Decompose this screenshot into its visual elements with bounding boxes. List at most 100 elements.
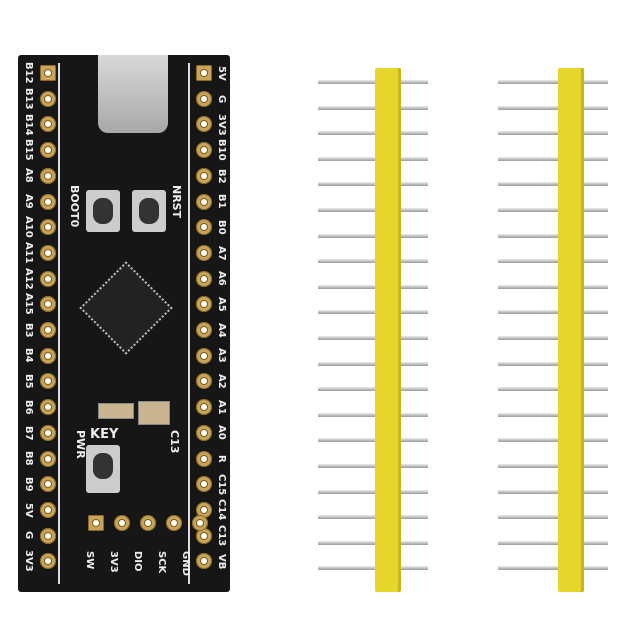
pin-label: A7 bbox=[216, 245, 227, 261]
pin-pad bbox=[40, 116, 56, 133]
pin-pad bbox=[196, 450, 212, 467]
header-pin bbox=[318, 566, 428, 571]
silkscreen-rail-left bbox=[58, 63, 60, 584]
header-pin bbox=[318, 233, 428, 238]
pin-pad bbox=[196, 399, 212, 416]
pin-pad bbox=[40, 553, 56, 570]
pin-label: 3V3 bbox=[23, 550, 34, 573]
pin-header-2 bbox=[498, 68, 618, 592]
pin-label: A1 bbox=[216, 399, 227, 415]
pin-label: A0 bbox=[216, 425, 227, 441]
pin-pad bbox=[196, 193, 212, 210]
header-pin bbox=[498, 156, 608, 161]
pin-label: 3V3 bbox=[216, 113, 227, 136]
header-pin bbox=[498, 182, 608, 187]
pin-pad bbox=[196, 553, 212, 570]
pin-pad bbox=[40, 399, 56, 416]
pin-label: B4 bbox=[23, 348, 34, 363]
pin-label: B1 bbox=[216, 194, 227, 209]
pin-label: A11 bbox=[23, 242, 34, 264]
pin-pad bbox=[196, 65, 212, 81]
header-pin bbox=[498, 233, 608, 238]
pin-header-1 bbox=[318, 68, 438, 592]
pin-label: A10 bbox=[23, 216, 34, 239]
pin-label: B2 bbox=[216, 168, 227, 184]
header-pin bbox=[318, 438, 428, 443]
pin-pad bbox=[40, 476, 56, 493]
pin-pad bbox=[40, 90, 56, 107]
swd-pad bbox=[192, 515, 208, 531]
pin-label: 5V bbox=[216, 65, 227, 81]
header-pin bbox=[498, 131, 608, 136]
pin-label: B13 bbox=[23, 87, 34, 110]
pin-label: B9 bbox=[23, 476, 34, 492]
header-pin bbox=[498, 310, 608, 315]
pin-pad bbox=[40, 193, 56, 210]
header-pin bbox=[498, 361, 608, 366]
header-pin bbox=[318, 182, 428, 187]
header-pin bbox=[498, 208, 608, 212]
header-pin bbox=[318, 208, 428, 212]
header-pin bbox=[318, 310, 428, 315]
header-pin bbox=[498, 387, 608, 392]
header-pin bbox=[498, 336, 608, 340]
pin-pad bbox=[40, 142, 56, 159]
pin-label: B15 bbox=[23, 139, 34, 161]
header-pin bbox=[318, 489, 428, 494]
swd-label: DIO bbox=[132, 551, 143, 572]
header-pin bbox=[318, 105, 428, 110]
pin-label: B3 bbox=[23, 322, 34, 338]
pin-pad bbox=[196, 116, 212, 133]
header-pin bbox=[498, 566, 608, 571]
pin-pad bbox=[40, 244, 56, 261]
pin-label: B0 bbox=[216, 219, 227, 235]
nrst-button bbox=[132, 190, 166, 232]
swd-pad bbox=[140, 515, 156, 531]
header-pin bbox=[318, 80, 428, 84]
pin-pad bbox=[196, 347, 212, 364]
pin-pad bbox=[40, 296, 56, 313]
pin-label: 5V bbox=[23, 502, 34, 518]
pin-label: A6 bbox=[216, 271, 227, 286]
pin-pad bbox=[196, 476, 212, 493]
header-pin bbox=[498, 284, 608, 289]
pin-label: B10 bbox=[216, 139, 227, 161]
header-pin bbox=[318, 412, 428, 417]
pin-label: G bbox=[23, 531, 34, 540]
pin-label: B8 bbox=[23, 451, 34, 466]
header-pin bbox=[498, 105, 608, 110]
pwr-led-label: PWR bbox=[74, 430, 87, 459]
header-plastic bbox=[375, 68, 401, 592]
header-pin bbox=[498, 259, 608, 264]
pin-label: B14 bbox=[23, 113, 34, 136]
pin-pad bbox=[40, 527, 56, 544]
header-pin bbox=[318, 361, 428, 366]
swd-label: GND bbox=[180, 551, 191, 576]
swd-label: SCK bbox=[156, 551, 167, 574]
pin-label: B12 bbox=[23, 62, 34, 84]
header-pin bbox=[318, 515, 428, 520]
usb-c-connector bbox=[98, 55, 168, 133]
pin-pad bbox=[40, 347, 56, 364]
pin-pad bbox=[196, 90, 212, 107]
pin-pad bbox=[196, 167, 212, 184]
pin-pad bbox=[196, 296, 212, 313]
pin-label: A8 bbox=[23, 168, 34, 184]
pin-label: A15 bbox=[23, 293, 34, 316]
pin-pad bbox=[40, 167, 56, 184]
pin-pad bbox=[40, 219, 56, 236]
boot0-label: BOOT0 bbox=[68, 185, 81, 228]
pin-pad bbox=[40, 373, 56, 390]
header-pin bbox=[498, 540, 608, 545]
header-pin bbox=[318, 540, 428, 545]
key-label: KEY bbox=[90, 427, 119, 442]
boot0-button bbox=[86, 190, 120, 232]
nrst-label: NRST bbox=[170, 185, 183, 219]
header-pin bbox=[498, 438, 608, 443]
pin-label: A2 bbox=[216, 374, 227, 389]
header-plastic bbox=[558, 68, 584, 592]
pin-pad bbox=[196, 322, 212, 338]
header-pin bbox=[318, 131, 428, 136]
